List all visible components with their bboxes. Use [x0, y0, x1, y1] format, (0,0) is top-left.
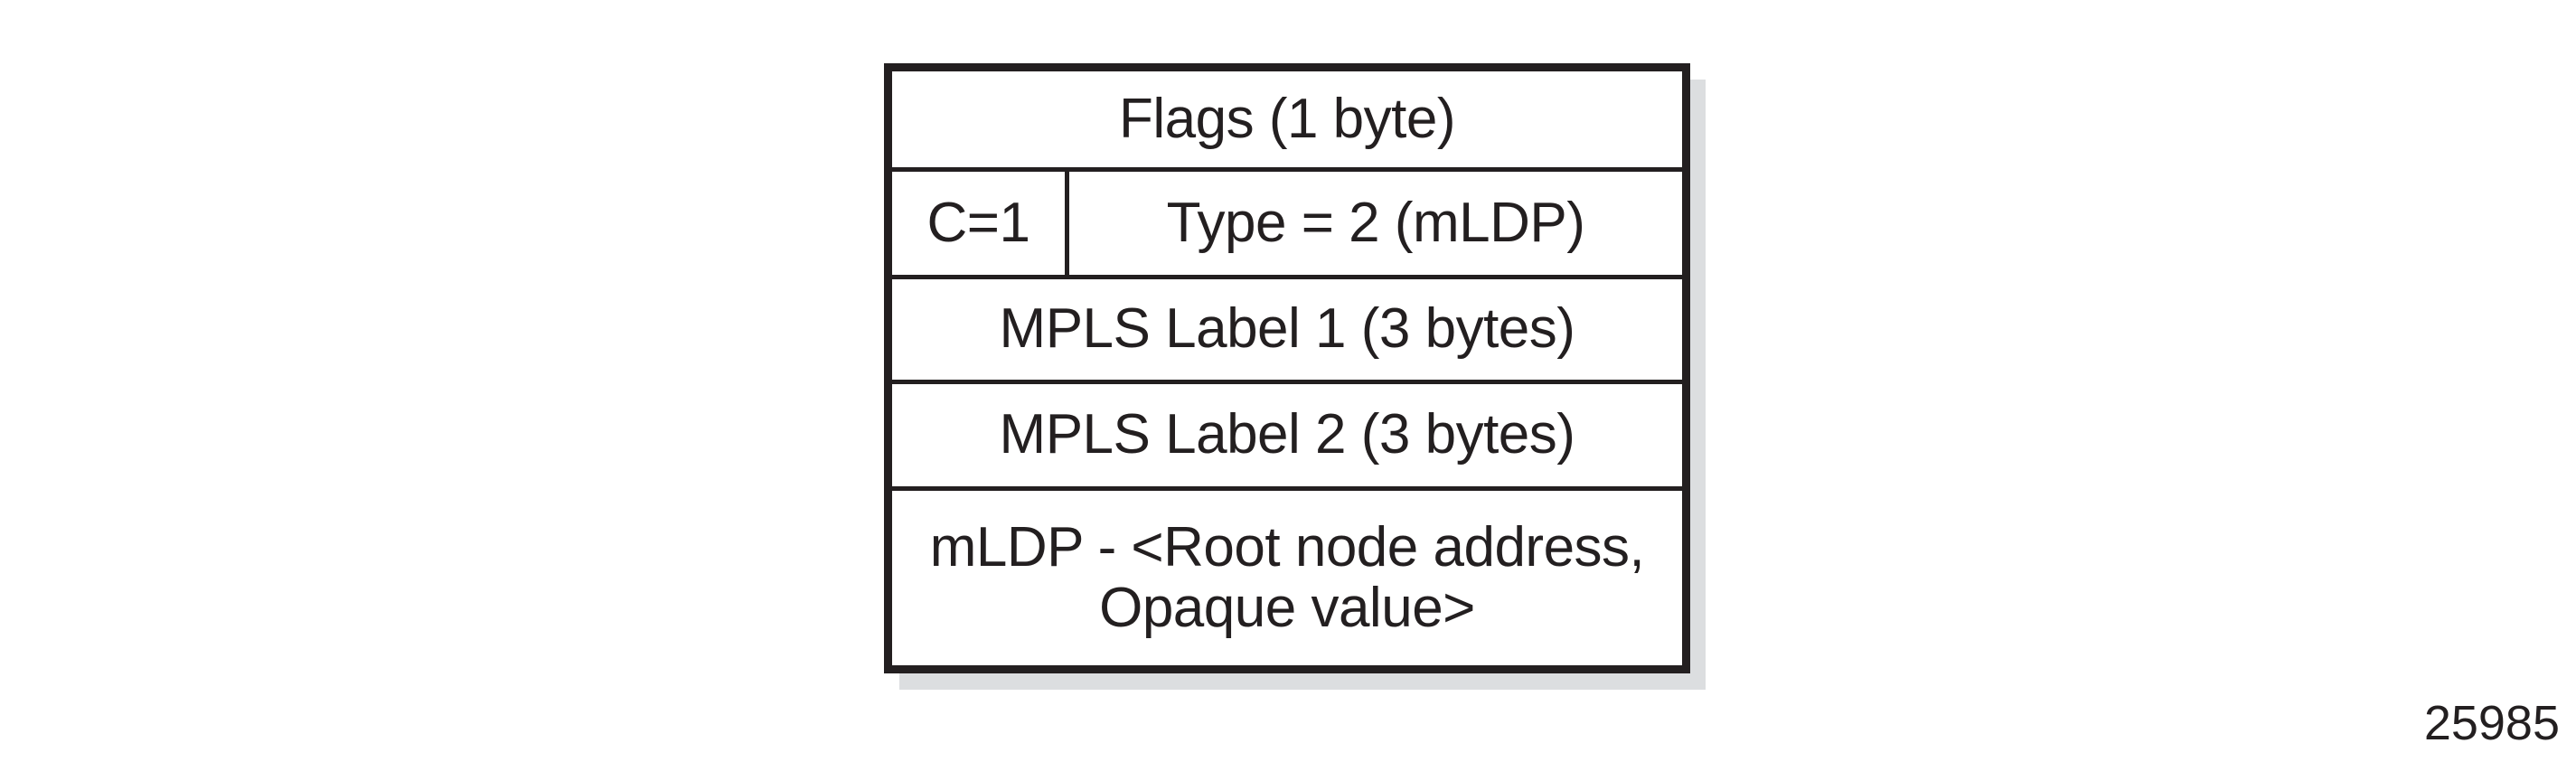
packet-cell-type-label: Type = 2 (mLDP)	[1166, 191, 1585, 254]
packet-row-flags: Flags (1 byte)	[892, 71, 1682, 172]
packet-row-flags-label: Flags (1 byte)	[1118, 87, 1456, 150]
packet-cell-c-flag-label: C=1	[926, 191, 1030, 254]
figure-id-label: 25985	[2423, 696, 2560, 750]
packet-row-mpls-label-2: MPLS Label 2 (3 bytes)	[892, 384, 1682, 491]
packet-cell-type: Type = 2 (mLDP)	[1069, 172, 1682, 275]
packet-row-type: C=1 Type = 2 (mLDP)	[892, 172, 1682, 279]
packet-row-mpls-label-1-label: MPLS Label 1 (3 bytes)	[999, 297, 1575, 361]
packet-row-mpls-label-1: MPLS Label 1 (3 bytes)	[892, 279, 1682, 384]
packet-cell-c-flag: C=1	[892, 172, 1069, 275]
packet-row-mldp-fec: mLDP - <Root node address, Opaque value>	[892, 491, 1682, 665]
packet-row-mpls-label-2-label: MPLS Label 2 (3 bytes)	[999, 403, 1575, 466]
packet-row-mldp-fec-label: mLDP - <Root node address, Opaque value>	[929, 515, 1645, 639]
packet-format-box: Flags (1 byte) C=1 Type = 2 (mLDP) MPLS …	[884, 63, 1690, 673]
